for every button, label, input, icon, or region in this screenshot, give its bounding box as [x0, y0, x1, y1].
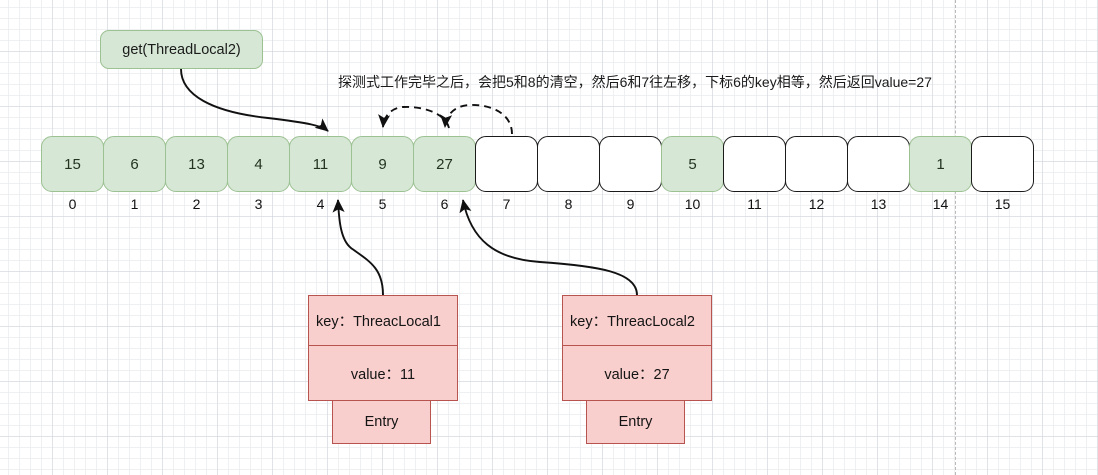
array-cell-5[interactable]: 9: [351, 136, 414, 192]
array-cell-value: 27: [436, 155, 453, 173]
array-cell-7[interactable]: [475, 136, 538, 192]
entry-1-value-label: value：11: [350, 366, 416, 383]
array-index-label-1: 1: [130, 196, 139, 212]
hash-array: 15 6 13 4 11 9 27 5 1: [41, 136, 1034, 192]
probing-annotation-text: 探测式工作完毕之后，会把5和8的清空，然后6和7往左移，下标6的key相等，然后…: [338, 74, 932, 90]
array-index-label-7: 7: [502, 196, 511, 212]
connector-get-to-index4: [180, 68, 329, 132]
array-cell-value: 4: [254, 155, 263, 173]
array-index-label-6: 6: [440, 196, 449, 212]
entry-2-tab-label: Entry: [618, 414, 653, 430]
array-index-label-12: 12: [808, 196, 825, 212]
array-cell-8[interactable]: [537, 136, 600, 192]
array-index-label-2: 2: [192, 196, 201, 212]
array-index-label-13: 13: [870, 196, 887, 212]
array-index-label-9: 9: [626, 196, 635, 212]
entry-box-2[interactable]: key：ThreacLocal2 value：27 Entry: [562, 295, 712, 444]
array-index-label-0: 0: [68, 196, 77, 212]
array-cell-value: 11: [312, 155, 329, 173]
array-index-label-4: 4: [316, 196, 325, 212]
entry-box-1[interactable]: key：ThreacLocal1 value：11 Entry: [308, 295, 458, 444]
array-cell-9[interactable]: [599, 136, 662, 192]
array-cell-value: 13: [188, 155, 205, 173]
array-cell-2[interactable]: 13: [165, 136, 228, 192]
array-index-label-15: 15: [994, 196, 1011, 212]
get-threadlocal2-callout[interactable]: get(ThreadLocal2): [100, 30, 263, 69]
array-index-label-10: 10: [684, 196, 701, 212]
connector-shift-6-to-5: [378, 106, 450, 129]
array-cell-value: 5: [688, 155, 697, 173]
entry-2-value-row: value：27: [562, 346, 712, 401]
array-cell-14[interactable]: 1: [909, 136, 972, 192]
array-cell-0[interactable]: 15: [41, 136, 104, 192]
array-index-label-3: 3: [254, 196, 263, 212]
array-cell-value: 6: [130, 155, 139, 173]
array-cell-1[interactable]: 6: [103, 136, 166, 192]
array-cell-13[interactable]: [847, 136, 910, 192]
entry-2-tab: Entry: [586, 401, 685, 444]
entry-1-key-label: key：ThreacLocal1: [316, 314, 441, 330]
array-cell-value: 1: [936, 155, 945, 173]
array-cell-3[interactable]: 4: [227, 136, 290, 192]
array-cell-value: 15: [64, 155, 81, 173]
array-index-label-8: 8: [564, 196, 573, 212]
connector-entry2-to-index6: [459, 199, 638, 296]
array-cell-4[interactable]: 11: [289, 136, 352, 192]
array-index-label-14: 14: [932, 196, 949, 212]
entry-1-value-row: value：11: [308, 346, 458, 401]
entry-1-tab-label: Entry: [364, 414, 399, 430]
array-index-label-5: 5: [378, 196, 387, 212]
array-cell-12[interactable]: [785, 136, 848, 192]
entry-2-key-label: key：ThreacLocal2: [570, 314, 695, 330]
entry-2-value-label: value：27: [604, 366, 670, 383]
array-cell-15[interactable]: [971, 136, 1034, 192]
array-cell-11[interactable]: [723, 136, 786, 192]
entry-1-key-row: key：ThreacLocal1: [308, 295, 458, 346]
array-index-labels: 0 1 2 3 4 5 6 7 8 9 10 11 12 13 14 15: [41, 196, 1033, 212]
page-break-line: [955, 0, 956, 475]
array-cell-value: 9: [378, 155, 387, 173]
get-callout-label: get(ThreadLocal2): [122, 41, 241, 58]
array-cell-10[interactable]: 5: [661, 136, 724, 192]
array-index-label-11: 11: [747, 196, 762, 212]
array-cell-6[interactable]: 27: [413, 136, 476, 192]
connector-shift-7-to-6: [439, 104, 513, 135]
entry-2-key-row: key：ThreacLocal2: [562, 295, 712, 346]
connector-entry1-to-index4: [332, 199, 384, 296]
entry-1-tab: Entry: [332, 401, 431, 444]
